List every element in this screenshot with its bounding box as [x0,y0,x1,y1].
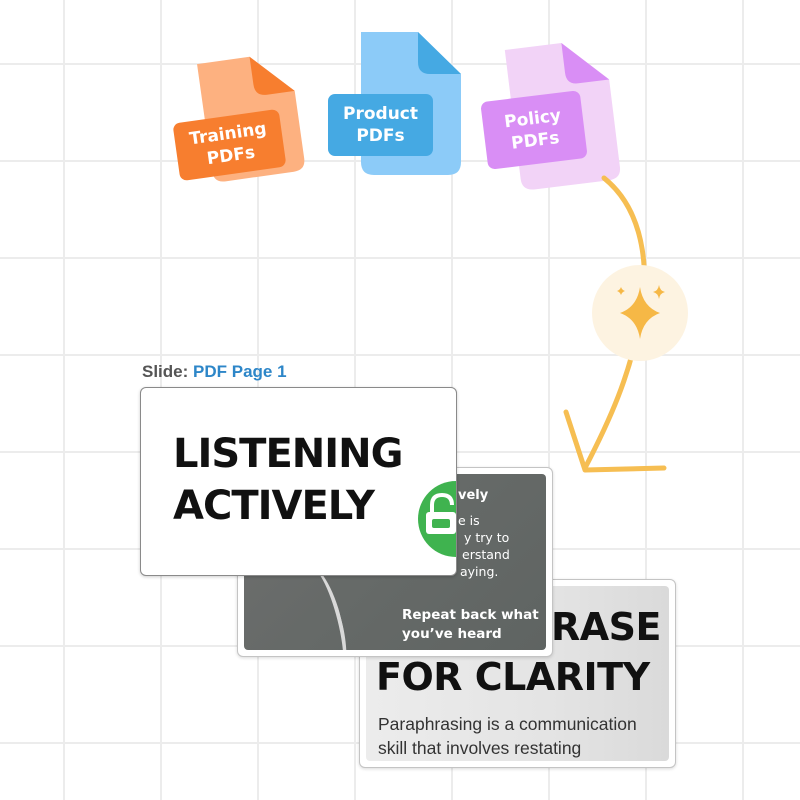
slide-caption-page: PDF Page 1 [193,362,287,381]
slide-paraphrase-body: Paraphrasing is a communication skill th… [378,712,637,760]
slide-paraphrase-title-line2: FOR CLARITY [376,655,650,699]
flow-arrow-head [563,409,667,473]
policy-file-fold [561,43,610,84]
slide-repeat-back-heading: vely [458,488,489,503]
product-pdf-file: Product PDFs [326,32,466,177]
training-pdf-file: Training PDFs [170,38,320,188]
slide-repeat-back-para-line3: erstand [462,547,510,562]
lock-icon [426,492,456,534]
slide-caption-prefix: Slide: [142,362,189,381]
policy-pdf-file: Policy PDFs [478,34,628,194]
slide-paraphrase-title-line1: RASE [551,605,662,649]
slide-listening-title-line2: ACTIVELY [173,483,375,529]
slide-repeat-back-callout-line2: you’ve heard [402,626,502,642]
product-pdfs-label: Product PDFs [328,94,433,156]
sparkle-badge [592,265,688,361]
slide-repeat-back-para-line4: aying. [460,564,499,579]
slide-listening-title-line1: LISTENING [173,431,403,477]
slide-listening-title: LISTENING ACTIVELY [173,428,403,532]
slide-listening-actively[interactable]: LISTENING ACTIVELY [140,387,457,576]
slide-paraphrase-title: RASE FOR CLARITY [376,602,662,702]
slide-repeat-back-para-line1: e is [458,513,480,528]
lock-badge [418,481,456,557]
sparkle-icon [617,285,665,339]
training-file-fold [249,56,295,95]
product-label-line1: Product [343,104,418,124]
slide-paraphrase-body-line2: skill that involves restating [378,738,582,758]
slide-repeat-back-callout-line1: Repeat back what [402,607,539,623]
slide-caption: Slide: PDF Page 1 [142,362,287,382]
slide-repeat-back-callout: Repeat back what you’ve heard [402,606,539,644]
slide-paraphrase-body-line1: Paraphrasing is a communication [378,714,637,734]
slide-repeat-back-paragraph: e is y try to erstand aying. [458,512,510,580]
product-file-fold [418,32,461,74]
slide-repeat-back-para-line2: y try to [464,530,510,545]
product-label-line2: PDFs [356,126,405,146]
